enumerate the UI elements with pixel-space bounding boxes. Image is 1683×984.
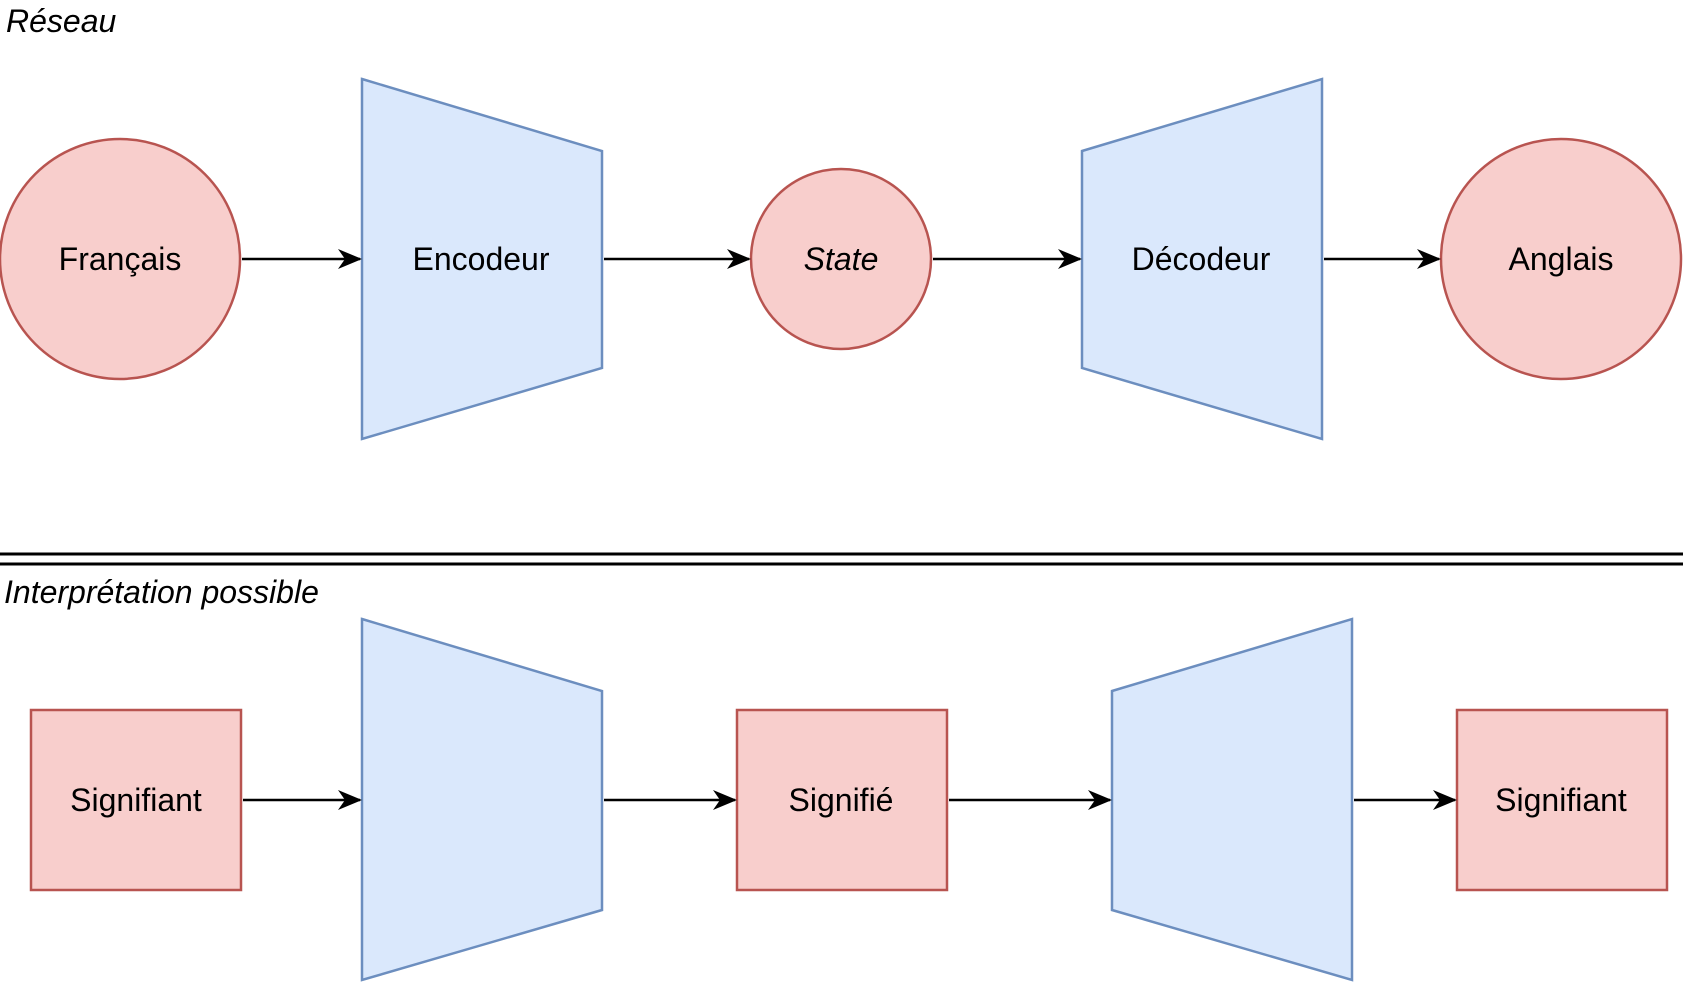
section-title-interpretation: Interprétation possible	[4, 574, 319, 610]
node-signifie[interactable]: Signifié	[735, 708, 949, 892]
node-label: Signifiant	[1495, 782, 1627, 818]
node-label: Signifié	[789, 782, 894, 818]
node-shape	[1455, 708, 1669, 892]
decoder-trapezoid	[1110, 617, 1354, 982]
node-decoder-interpretation[interactable]	[1110, 617, 1354, 982]
node-shape	[735, 708, 949, 892]
encoder-trapezoid	[360, 617, 604, 982]
node-decoder[interactable]: Décodeur	[1080, 77, 1324, 441]
node-shape	[29, 708, 243, 892]
node-target-anglais[interactable]: Anglais	[1439, 137, 1683, 381]
node-shape	[0, 137, 242, 381]
node-label: Décodeur	[1132, 241, 1271, 277]
node-label: Français	[59, 241, 182, 277]
node-signifiant-target[interactable]: Signifiant	[1455, 708, 1669, 892]
node-signifiant-source[interactable]: Signifiant	[29, 708, 243, 892]
node-source-francais[interactable]: Français	[0, 137, 242, 381]
decoder-trapezoid	[1080, 77, 1324, 441]
node-label: Anglais	[1509, 241, 1614, 277]
node-state[interactable]: State	[749, 167, 933, 351]
node-shape	[749, 167, 933, 351]
node-label: Signifiant	[70, 782, 202, 818]
section-title-reseau: Réseau	[6, 3, 117, 39]
node-label: State	[804, 241, 879, 277]
node-label: Encodeur	[413, 241, 550, 277]
node-encoder-interpretation[interactable]	[360, 617, 604, 982]
node-encoder[interactable]: Encodeur	[360, 77, 604, 441]
encoder-trapezoid	[360, 77, 604, 441]
node-shape	[1439, 137, 1683, 381]
